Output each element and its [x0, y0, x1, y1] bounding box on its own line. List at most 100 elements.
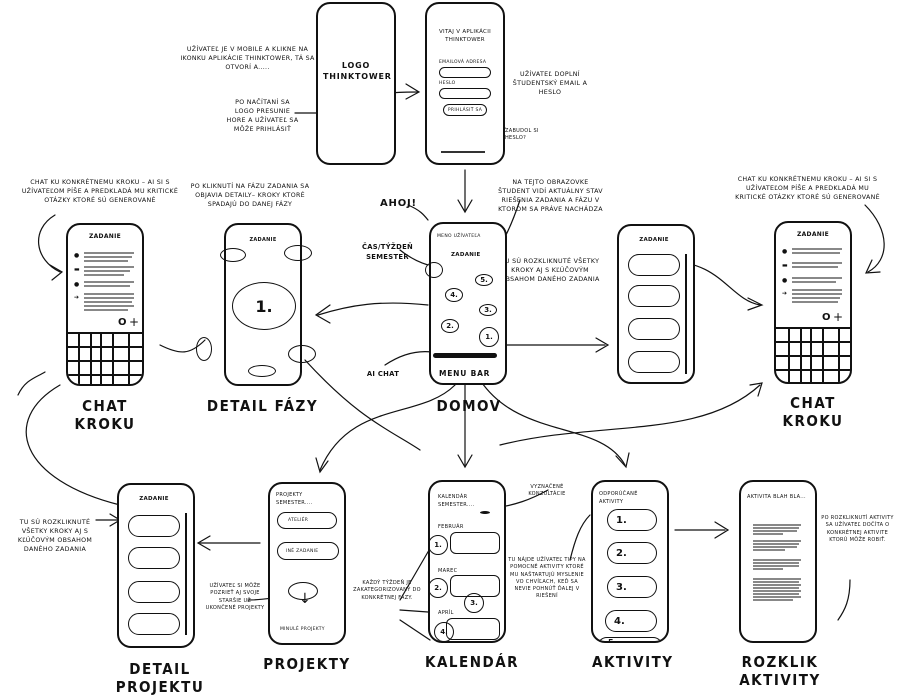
screen-phase-detail: ZADANIE 1.: [196, 223, 316, 386]
month-label: Február: [438, 524, 464, 530]
step-card[interactable]: [128, 613, 180, 635]
email-label: Emailová adresa: [439, 60, 487, 65]
note-activity-tips: Tu nájde užívateľ tipy na pomocné aktivi…: [508, 557, 586, 600]
step-card[interactable]: [128, 515, 180, 537]
user-icon: ➔: [74, 294, 80, 301]
phase-2[interactable]: 2.: [441, 319, 459, 333]
week-3[interactable]: 3.: [464, 593, 484, 613]
arrow-home-to-phase: [317, 302, 429, 316]
arrow-down-icon: ↓: [299, 591, 311, 607]
phase-detail-step[interactable]: [248, 365, 276, 377]
plus-icon[interactable]: +: [833, 310, 844, 324]
activity-item[interactable]: 2.: [607, 542, 657, 564]
step-card[interactable]: [128, 547, 180, 569]
phase-detail-step[interactable]: [288, 345, 316, 363]
phase-4[interactable]: 4.: [445, 288, 463, 302]
phase-1[interactable]: 1.: [479, 327, 499, 347]
chat-left-title: ZADANIE: [88, 233, 122, 240]
note-forgot-password: Zabudol si heslo?: [505, 128, 539, 142]
bot-icon: ●: [74, 281, 80, 288]
home-indicator: [441, 151, 485, 153]
ai-chat-bar[interactable]: [433, 353, 497, 358]
phase-detail-step[interactable]: [220, 248, 246, 262]
scrollbar[interactable]: [685, 254, 687, 374]
label-home: DOMOV: [436, 397, 502, 415]
past-projects-label[interactable]: Minulé projekty: [280, 627, 325, 632]
phase-detail-step[interactable]: [284, 245, 312, 261]
step-card[interactable]: [628, 351, 680, 373]
password-label: Heslo: [439, 81, 456, 86]
label-chat-right: CHAT KROKU: [782, 394, 844, 430]
activity-item[interactable]: 5.: [597, 637, 663, 641]
activities-header: Odporúčané aktivity: [599, 491, 638, 505]
activity-item[interactable]: 4.: [605, 610, 657, 632]
screen-splash: LOGO THINKTOWER: [316, 2, 396, 165]
label-activities: AKTIVITY: [592, 653, 674, 671]
note-week-categorized: Každý týždeň je zakategorizovaný do konk…: [353, 580, 421, 601]
note-activity-detail: Po rozkliknutí aktivity sa užívateľ dočí…: [821, 515, 894, 543]
note-time-week: Čas/týždeň semester: [361, 243, 414, 261]
screen-projects: Projekty semester.... Ateliér Iné zadani…: [268, 482, 346, 645]
screen-activities: Odporúčané aktivity 1. 2. 3. 4. 5.: [591, 480, 669, 643]
mic-icon[interactable]: O: [822, 312, 831, 323]
note-ahoj: AHOJ!: [380, 198, 417, 209]
note-chat-right: Chat ku konkrétnemu kroku – AI si s užív…: [735, 176, 880, 202]
email-field[interactable]: [439, 67, 491, 78]
login-title: Vitaj v aplikácii Thinktower: [438, 29, 492, 44]
project-item[interactable]: Iné zadanie: [277, 542, 339, 560]
steps-right-title: ZADANIE: [639, 237, 669, 243]
bot-icon: ●: [74, 252, 80, 259]
step-card[interactable]: [628, 318, 680, 340]
keyboard[interactable]: [776, 327, 850, 382]
note-chat-left: Chat ku konkrétnemu kroku – AI si s užív…: [21, 179, 179, 205]
note-login-fill: Užívateľ doplní študentský email a heslo: [512, 71, 588, 97]
screen-project-detail: ZADANIE: [117, 483, 195, 648]
phase-detail-step[interactable]: [196, 337, 212, 361]
note-phase-detail: Po kliknutí na fázu zadania sa objavia d…: [190, 183, 310, 209]
note-steps-right: Tu sú rozkliknuté všetky kroky aj s kľúč…: [500, 258, 600, 284]
step-card[interactable]: [628, 254, 680, 276]
phase-detail-main-phase[interactable]: 1.: [232, 282, 296, 330]
label-phase-detail: DETAIL FÁZY: [206, 397, 319, 415]
past-projects-toggle[interactable]: [288, 582, 318, 600]
time-indicator: [425, 262, 443, 278]
phase-5[interactable]: 5.: [475, 274, 493, 286]
scrollbar[interactable]: [185, 513, 187, 635]
login-button[interactable]: Prihlásiť sa: [443, 104, 487, 116]
menu-bar[interactable]: MENU BAR: [439, 369, 491, 378]
week-row[interactable]: [450, 532, 500, 554]
screen-steps-right: ZADANIE: [617, 224, 695, 384]
phase-detail-title: ZADANIE: [249, 237, 277, 243]
note-steps-left: Tu sú rozkliknuté všetky kroky aj s kľúč…: [17, 519, 93, 554]
project-item[interactable]: Ateliér: [277, 512, 337, 529]
phase-3[interactable]: 3.: [479, 304, 497, 316]
step-card[interactable]: [628, 285, 680, 307]
plus-icon[interactable]: +: [129, 315, 140, 329]
screen-chat-right: ZADANIE ● ▬ ● ➔ O +: [774, 221, 852, 384]
consultation-marker[interactable]: [480, 511, 490, 514]
activity-item[interactable]: 3.: [607, 576, 657, 598]
label-project-detail: DETAIL PROJEKTU: [115, 660, 205, 696]
week-1[interactable]: 1.: [430, 535, 448, 555]
week-2[interactable]: 2.: [430, 578, 448, 598]
calendar-header: Kalendár semester....: [438, 494, 475, 508]
screen-calendar: Kalendár semester.... Február 1. Marec 2…: [428, 480, 506, 643]
mic-icon[interactable]: O: [118, 317, 127, 328]
keyboard[interactable]: [68, 332, 142, 384]
login-button-label: Prihlásiť sa: [447, 107, 483, 113]
label-calendar: KALENDÁR: [425, 653, 520, 671]
user-icon: ▬: [74, 266, 80, 273]
step-card[interactable]: [128, 581, 180, 603]
note-ai-chat: AI chat: [366, 370, 400, 378]
arrow-home-to-activities: [479, 379, 626, 466]
screen-home: Meno užívateľa ZADANIE 5. 4. 3. 2. 1. ME…: [425, 222, 507, 385]
password-field[interactable]: [439, 88, 491, 99]
week-row[interactable]: [446, 618, 500, 640]
bot-icon: ●: [782, 277, 788, 284]
week-4[interactable]: 4.: [434, 622, 454, 641]
screen-chat-left: ZADANIE ● ▬ ● ➔ O +: [66, 223, 144, 386]
activity-detail-title: Aktivita blah bla...: [747, 494, 806, 500]
activity-item[interactable]: 1.: [607, 509, 657, 531]
user-icon: ➔: [782, 290, 788, 297]
label-chat-left: CHAT KROKU: [74, 397, 136, 433]
